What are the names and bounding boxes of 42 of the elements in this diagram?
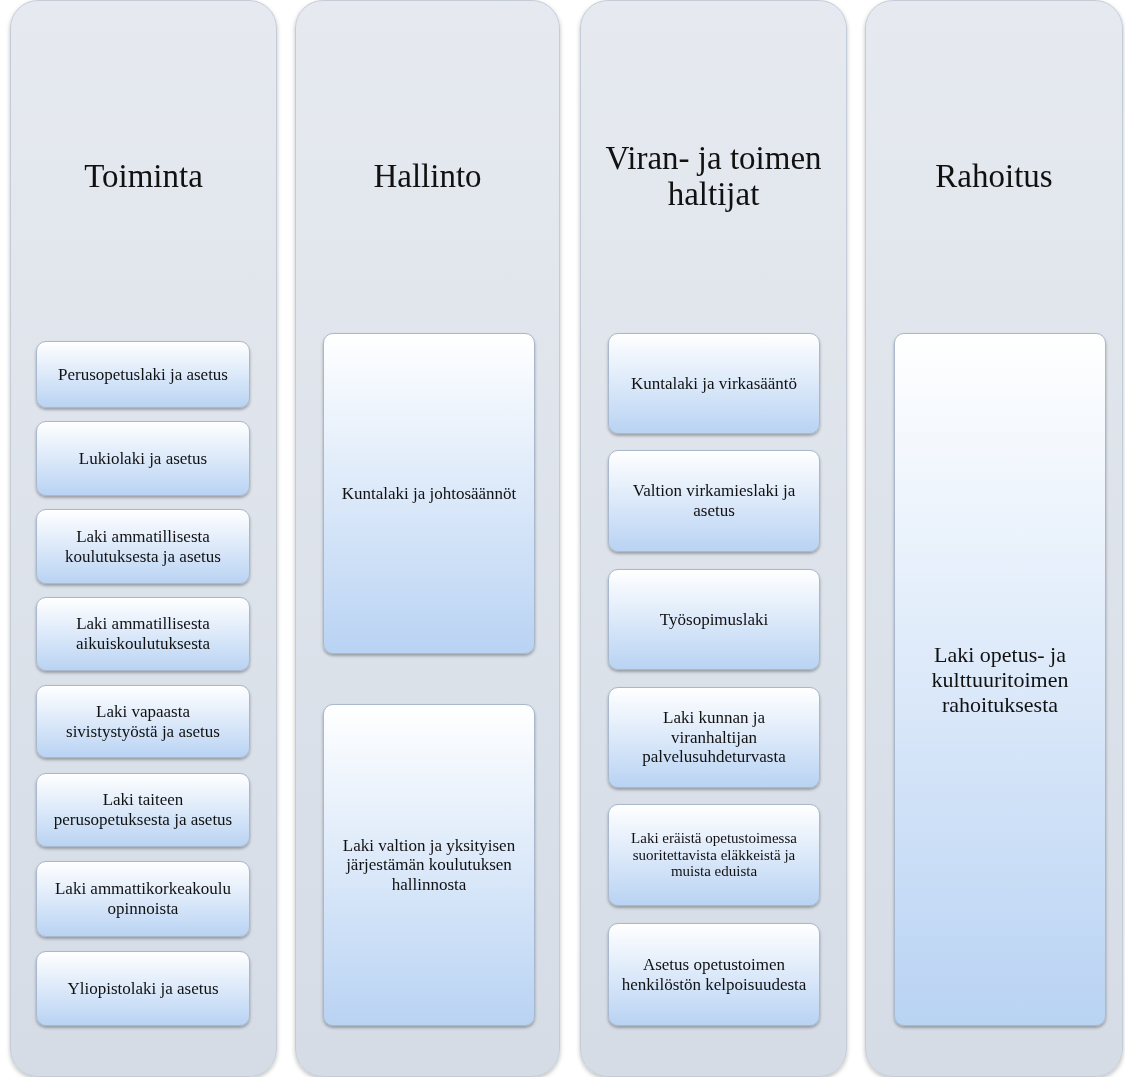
law-box <box>36 861 250 937</box>
column-panel <box>580 0 847 1077</box>
law-title: Laki valtion ja yksityisen järjestämän koulutuksen hallinnosta <box>341 835 517 895</box>
law-box <box>323 704 535 1026</box>
law-box <box>36 597 250 671</box>
law-title: Valtion virkamieslaki ja asetus <box>631 481 797 521</box>
column-heading: Toiminta <box>84 157 203 195</box>
law-title: Kuntalaki ja johtosäännöt <box>341 483 517 504</box>
column-panel <box>295 0 560 1077</box>
column-panel <box>10 0 277 1077</box>
law-title: Asetus opetustoimen henkilöstön kelpoisuudesta <box>621 954 807 995</box>
law-title: Yliopistolaki ja asetus <box>67 978 219 999</box>
law-title: Työsopimuslaki <box>659 609 769 630</box>
law-title: Laki kunnan ja viranhaltijan palvelusuhdeturvasta <box>641 708 787 767</box>
law-title: Laki vapaasta sivistystyöstä ja asetus <box>65 701 221 742</box>
column-panel <box>865 0 1123 1077</box>
law-box <box>36 951 250 1026</box>
law-title: Laki opetus- ja kulttuuritoimen rahoituksesta <box>930 641 1070 718</box>
law-title: Laki eräistä opetustoimessa suoritettavista eläkkeistä ja muista eduista <box>630 829 798 881</box>
column-heading: Rahoitus <box>935 157 1053 195</box>
law-title: Lukiolaki ja asetus <box>78 448 208 469</box>
law-box <box>608 923 820 1026</box>
law-box <box>608 569 820 670</box>
column-heading: Hallinto <box>373 157 482 195</box>
law-box <box>608 333 820 434</box>
law-box <box>323 333 535 654</box>
law-box <box>894 333 1106 1026</box>
law-title: Laki ammattikorkeakoulu opinnoista <box>53 879 233 919</box>
law-box <box>36 509 250 584</box>
law-title: Perusopetuslaki ja asetus <box>58 364 228 385</box>
law-box <box>608 450 820 552</box>
law-box <box>608 687 820 788</box>
law-box <box>36 685 250 758</box>
column-heading: Viran- ja toimen haltijat <box>604 139 823 213</box>
law-title: Laki taiteen perusopetuksesta ja asetus <box>52 790 234 830</box>
law-box <box>36 341 250 408</box>
law-title: Laki ammatillisesta koulutuksesta ja asetus <box>64 526 222 567</box>
law-box <box>608 804 820 906</box>
law-title: Kuntalaki ja virkasääntö <box>630 373 798 394</box>
law-box <box>36 773 250 847</box>
law-box <box>36 421 250 496</box>
law-title: Laki ammatillisesta aikuiskoulutuksesta <box>74 614 212 654</box>
